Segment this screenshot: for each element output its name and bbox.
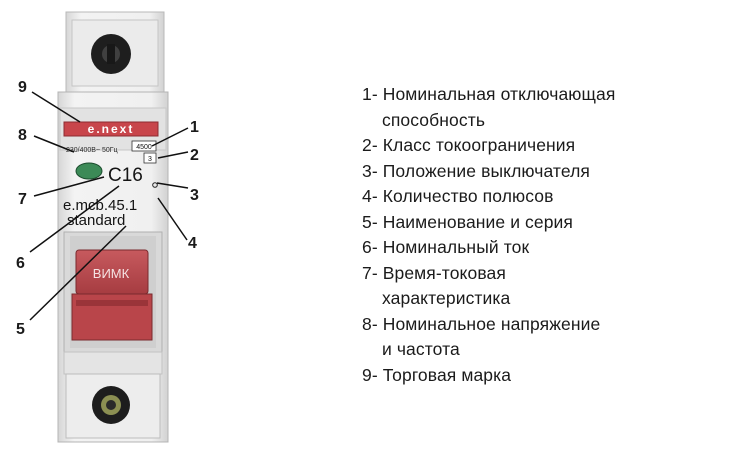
legend-number: 5- — [362, 211, 383, 232]
callout-7: 7 — [18, 191, 27, 208]
series-text: e.mcb.45.1 — [63, 197, 137, 214]
legend-item: 9- Торговая марка — [362, 363, 722, 389]
callout-3: 3 — [190, 187, 199, 204]
legend-item: 8- Номинальное напряжение и частота — [362, 312, 722, 363]
legend-number: 4- — [362, 186, 383, 206]
callout-6: 6 — [16, 255, 25, 272]
legend-text: Номинальный ток — [382, 237, 530, 257]
legend-text: Класс токоограничения — [382, 135, 576, 155]
legend-text: Номинальная отключающая — [382, 84, 616, 104]
legend-text-continued: характеристика — [382, 288, 511, 308]
bottom-terminal — [65, 373, 161, 439]
legend-item: 3- Положение выключателя — [362, 159, 722, 185]
brand-label: e.next — [63, 121, 159, 137]
callout-5: 5 — [16, 321, 25, 338]
line-text: standard — [67, 212, 125, 229]
legend-text: Торговая марка — [382, 364, 512, 385]
legend-list: 1- Номинальная отключающая способность 2… — [362, 82, 722, 388]
callout-1: 1 — [190, 119, 199, 136]
callout-9: 9 — [18, 79, 27, 96]
voltage-frequency-text: 230/400В~ 50Гц — [66, 147, 118, 154]
legend-text: Время-токовая — [382, 262, 506, 283]
legend-text-continued: и частота — [382, 339, 460, 359]
breaking-capacity-text: 4500 — [136, 144, 152, 151]
legend-text-continued: способность — [382, 109, 486, 130]
callout-numbers: 1 2 3 4 5 6 7 8 9 — [16, 79, 199, 338]
pole-dot-icon — [152, 182, 158, 188]
legend-text: Количество полюсов — [382, 186, 554, 206]
circuit-breaker-diagram: e.next 230/400В~ 50Гц 4500 3 C16 e.mcb.4… — [16, 11, 199, 443]
callout-4: 4 — [188, 235, 197, 252]
legend-item: 2- Класс токоограничения — [362, 133, 722, 159]
legend-item: 5- Наименование и серия — [362, 210, 722, 236]
legend-number: 6- — [362, 237, 383, 257]
legend-item: 7- Время-токовая характеристика — [362, 261, 722, 312]
legend-item: 4- Количество полюсов — [362, 184, 722, 210]
legend-number: 2- — [362, 135, 383, 155]
breaking-capacity-box: 4500 — [131, 140, 157, 152]
legend-item: 6- Номинальный ток — [362, 235, 722, 261]
legend-text: Номинальное напряжение — [382, 313, 601, 334]
legend-text: Наименование и серия — [382, 211, 574, 232]
rating-text: C16 — [108, 165, 143, 186]
handle-mark-text: ВИМК — [93, 266, 130, 281]
legend-number: 7- — [362, 262, 383, 283]
callout-2: 2 — [190, 147, 199, 164]
legend-number: 1- — [362, 84, 383, 104]
leader-lines — [29, 91, 189, 321]
voltage-frequency-label: 230/400В~ 50Гц — [66, 147, 118, 154]
legend-number: 9- — [362, 364, 383, 385]
legend-text: Положение выключателя — [382, 160, 590, 181]
position-indicator — [75, 162, 103, 180]
top-terminal — [65, 11, 165, 93]
brand-text: e.next — [88, 122, 135, 136]
current-class-box: 3 — [143, 152, 157, 164]
legend-number: 3- — [362, 160, 383, 181]
toggle-handle: ВИМК — [71, 249, 153, 341]
callout-8: 8 — [18, 127, 27, 144]
current-class-text: 3 — [148, 156, 152, 163]
legend-item: 1- Номинальная отключающая способность — [362, 82, 722, 133]
legend-number: 8- — [362, 313, 383, 334]
